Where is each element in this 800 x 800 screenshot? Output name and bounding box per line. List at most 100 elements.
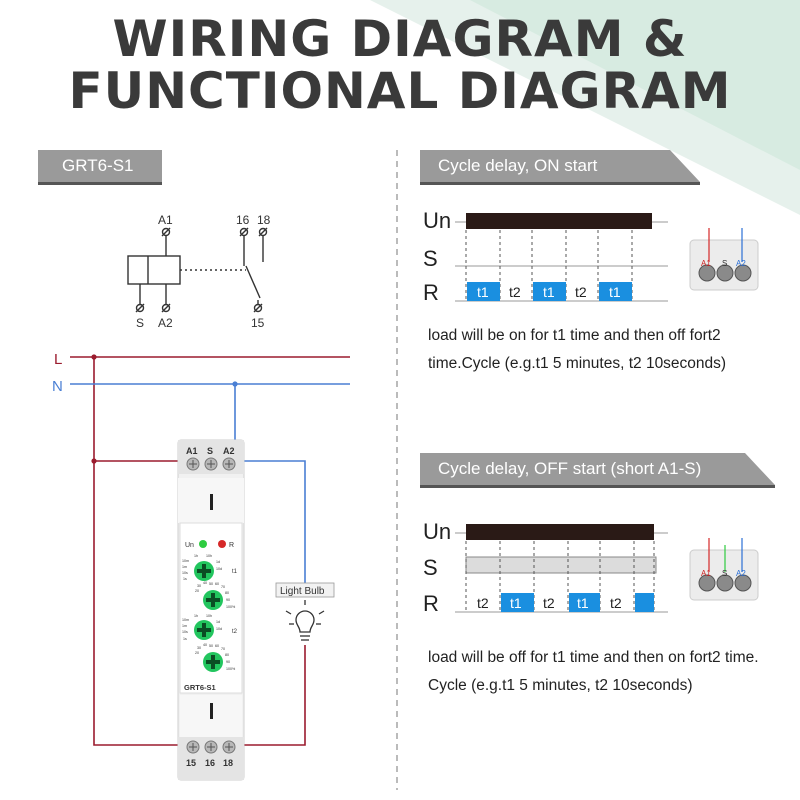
cycle-on-tag-shape [420, 150, 700, 182]
schematic-label-15: 15 [251, 316, 265, 330]
svg-text:100%: 100% [226, 605, 236, 609]
signal-r-1: R [423, 280, 439, 305]
svg-text:10d: 10d [216, 627, 222, 631]
knob-t2-range [194, 620, 214, 640]
relay-led-label-r: R [229, 542, 234, 549]
pulse-label-2-3: t2 [543, 595, 555, 611]
pulse-label-1-5: t1 [609, 284, 621, 300]
svg-text:10s: 10s [182, 571, 188, 575]
pulse-label-2-5: t2 [610, 595, 622, 611]
live-junction-top [91, 354, 97, 360]
svg-text:1s: 1s [183, 577, 187, 581]
line-n-label: N [52, 378, 63, 395]
terminal-s-symbol [135, 303, 145, 313]
svg-text:10h: 10h [206, 614, 212, 618]
un-bar-1 [466, 213, 652, 229]
svg-text:60: 60 [215, 582, 219, 586]
schematic-label-16: 16 [236, 213, 250, 227]
svg-text:60: 60 [215, 644, 219, 648]
cycle-on-tag-underline [420, 182, 700, 185]
cycle-on-description: load will be on for t1 time and then off… [428, 327, 727, 372]
light-bulb-label-box [275, 582, 335, 598]
model-tag-underline [38, 182, 162, 185]
svg-text:30: 30 [197, 646, 201, 650]
svg-text:30: 30 [197, 584, 201, 588]
pulse-label-1-2: t2 [509, 284, 521, 300]
svg-text:10m: 10m [182, 559, 189, 563]
svg-text:1h: 1h [194, 554, 198, 558]
light-bulb-label: Light Bulb [280, 586, 325, 597]
led-r [218, 540, 226, 548]
terminal-photo-1 [689, 228, 759, 291]
svg-text:70: 70 [221, 647, 225, 651]
timing-diagram-on-start [455, 213, 668, 302]
signal-un-1: Un [423, 208, 452, 233]
pulse-2-6 [635, 593, 654, 612]
photo1-label-a1: A1 [701, 259, 711, 268]
svg-text:1m: 1m [182, 624, 187, 628]
cycle-off-heading: Cycle delay, OFF start (short A1-S) [438, 459, 702, 478]
schematic-label-a2: A2 [158, 316, 173, 330]
pulse-label-1-4: t2 [575, 284, 587, 300]
pulse-label-2-4: t1 [577, 595, 589, 611]
svg-text:1s: 1s [183, 637, 187, 641]
relay-label-t1: t1 [232, 569, 238, 575]
relay-label-t2: t2 [232, 629, 238, 635]
timing-diagram-off-start [455, 524, 668, 613]
terminal-photo-2 [689, 538, 759, 601]
svg-text:80: 80 [225, 591, 229, 595]
svg-text:1d: 1d [216, 560, 220, 564]
relay-top-label-a1: A1 [186, 446, 198, 456]
svg-text:90: 90 [226, 660, 230, 664]
s-bar-2 [465, 556, 657, 574]
photo2-label-a2: A2 [736, 569, 746, 578]
svg-text:1m: 1m [182, 565, 187, 569]
pulse-1-3 [533, 282, 566, 301]
svg-text:40: 40 [203, 581, 207, 585]
svg-text:50: 50 [209, 582, 213, 586]
terminal-18-symbol [258, 227, 268, 237]
relay-top-label-s: S [207, 446, 213, 456]
signal-r-2: R [423, 591, 439, 616]
pulse-label-2-1: t2 [477, 595, 489, 611]
photo1-label-a2: A2 [736, 259, 746, 268]
line-l-label: L [54, 351, 62, 368]
cycle-off-description: load will be off for t1 time and then on… [428, 649, 759, 694]
svg-text:80: 80 [225, 653, 229, 657]
model-tag: GRT6-S1 [38, 150, 162, 182]
terminal-16-symbol [239, 227, 249, 237]
terminal-a2-symbol [161, 303, 171, 313]
relay-device [177, 439, 245, 781]
knob-t1-range [194, 561, 214, 581]
relay-model-label: GRT6-S1 [184, 683, 216, 692]
photo2-label-a1: A1 [701, 569, 711, 578]
schematic-label-a1: A1 [158, 213, 173, 227]
page-title-line-2: FUNCTIONAL DIAGRAM [68, 62, 732, 120]
svg-text:100%: 100% [226, 667, 236, 671]
pulse-label-1-3: t1 [543, 284, 555, 300]
relay-bottom-label-18: 18 [223, 758, 233, 768]
pulse-label-2-2: t1 [510, 595, 522, 611]
svg-text:10s: 10s [182, 630, 188, 634]
svg-text:40: 40 [203, 643, 207, 647]
dial-labels-4: 20 30 40 50 60 70 80 90 100% [195, 643, 236, 671]
live-junction-a1 [91, 458, 97, 464]
neutral-junction [232, 381, 238, 387]
photo2-label-s: S [722, 569, 727, 578]
svg-text:1h: 1h [194, 614, 198, 618]
signal-un-2: Un [423, 519, 452, 544]
relay-led-label-un: Un [185, 542, 194, 549]
led-un [199, 540, 207, 548]
pulse-2-4 [569, 593, 600, 612]
svg-text:70: 70 [221, 585, 225, 589]
cycle-on-heading: Cycle delay, ON start [438, 156, 598, 175]
relay-bottom-label-15: 15 [186, 758, 196, 768]
relay-bottom-label-16: 16 [205, 758, 215, 768]
knob-t2-percent [203, 652, 223, 672]
svg-text:10d: 10d [216, 567, 222, 571]
schematic-label-s: S [136, 316, 144, 330]
signal-s-2: S [423, 555, 438, 580]
